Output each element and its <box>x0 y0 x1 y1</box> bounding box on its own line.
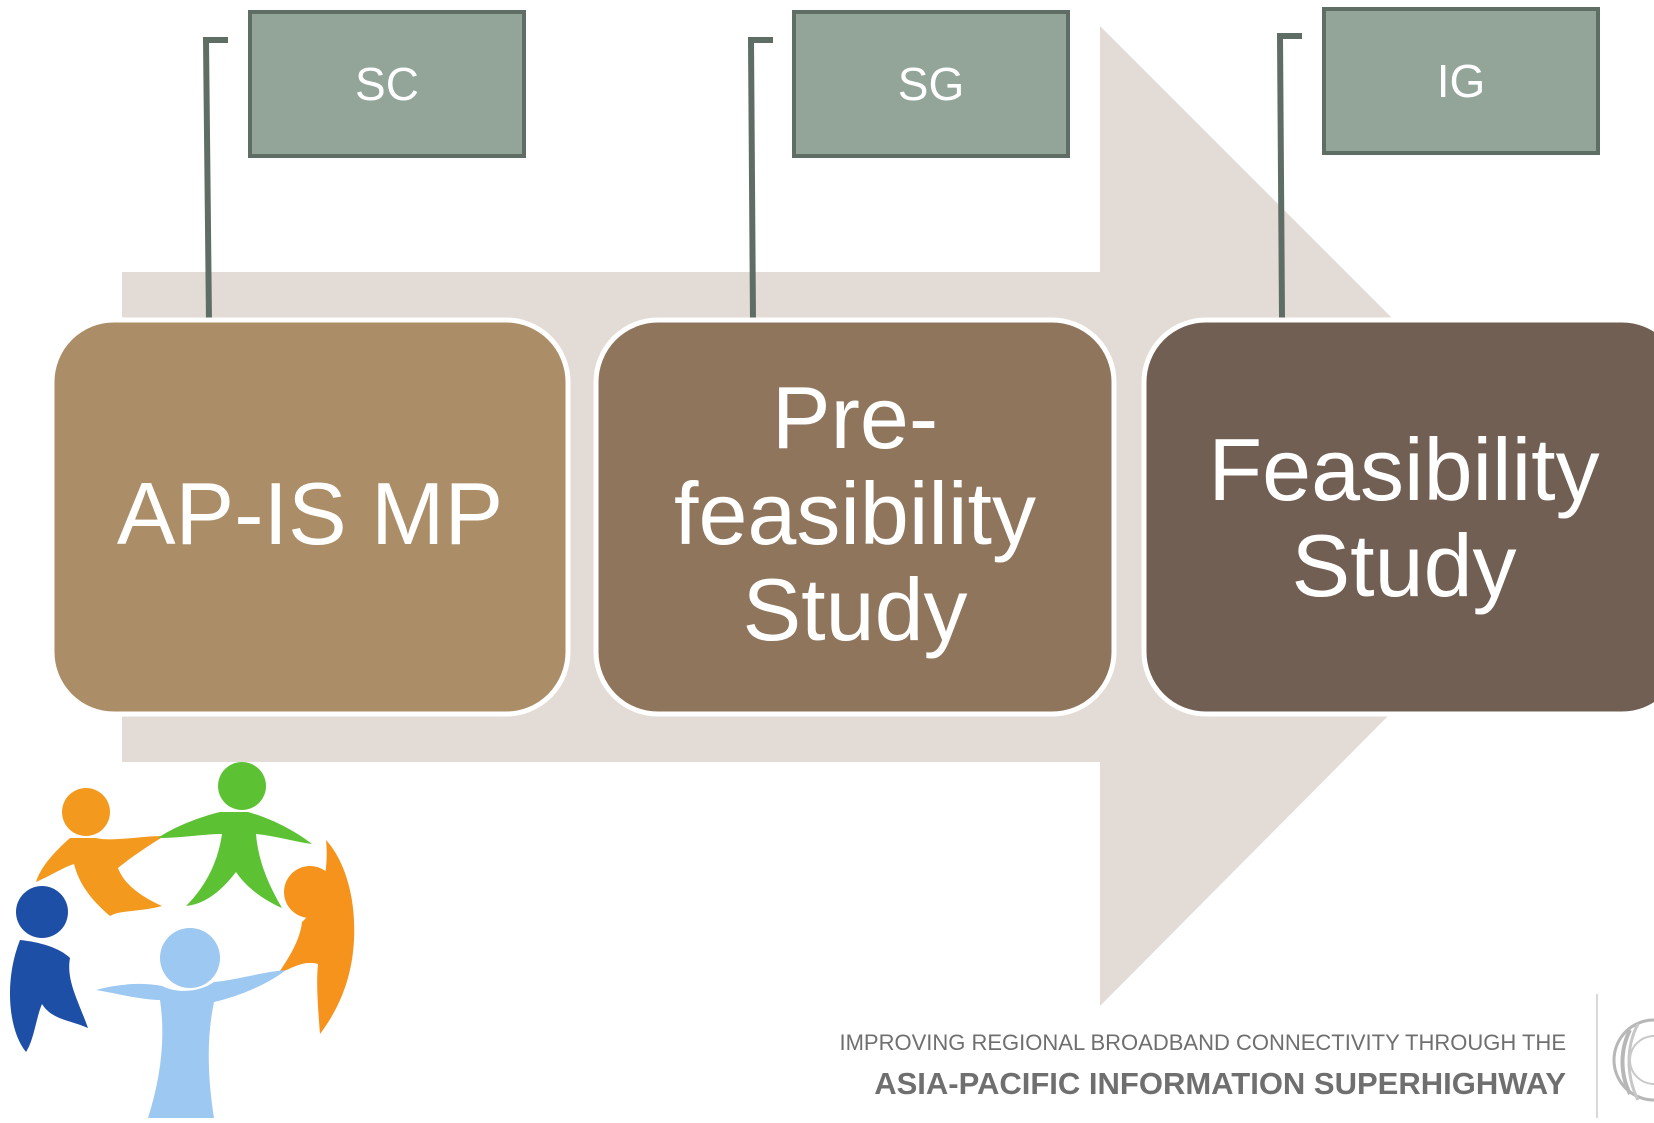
un-emblem-icon <box>1612 1018 1654 1102</box>
tag-label: SC <box>355 58 419 110</box>
stage-label-line-1: Feasibility <box>1208 420 1599 519</box>
stage-label-line-2: Study <box>1291 516 1516 615</box>
figure-blue <box>9 886 88 1052</box>
connector-ig <box>1276 33 1302 319</box>
stage-ap-is-mp: AP-IS MP <box>49 317 571 717</box>
tag-sg: SG <box>792 10 1070 158</box>
tag-label: SG <box>898 58 964 110</box>
people-circle-icon <box>9 762 355 1118</box>
tag-ig: IG <box>1322 7 1600 155</box>
stage-label: AP-IS MP <box>117 464 503 563</box>
footer-tagline: IMPROVING REGIONAL BROADBAND CONNECTIVIT… <box>839 1030 1566 1055</box>
stage-label-line-3: Study <box>742 560 967 659</box>
connector-sg <box>747 37 773 323</box>
stage-feasibility-study: Feasibility Study <box>1141 317 1654 717</box>
figure-light-blue <box>96 928 286 1118</box>
figure-orange-right <box>278 840 355 1034</box>
footer-divider <box>1596 994 1598 1118</box>
footer-title: ASIA-PACIFIC INFORMATION SUPERHIGHWAY <box>874 1066 1566 1101</box>
figure-orange-left <box>36 788 164 916</box>
tag-label: IG <box>1437 55 1486 107</box>
stage-label-line-2: feasibility <box>674 464 1036 563</box>
stage-pre-feasibility-study: Pre- feasibility Study <box>593 317 1117 717</box>
connector-sc <box>202 37 228 323</box>
tag-sc: SC <box>248 10 526 158</box>
figure-green <box>158 762 312 908</box>
stage-label-line-1: Pre- <box>772 368 938 467</box>
